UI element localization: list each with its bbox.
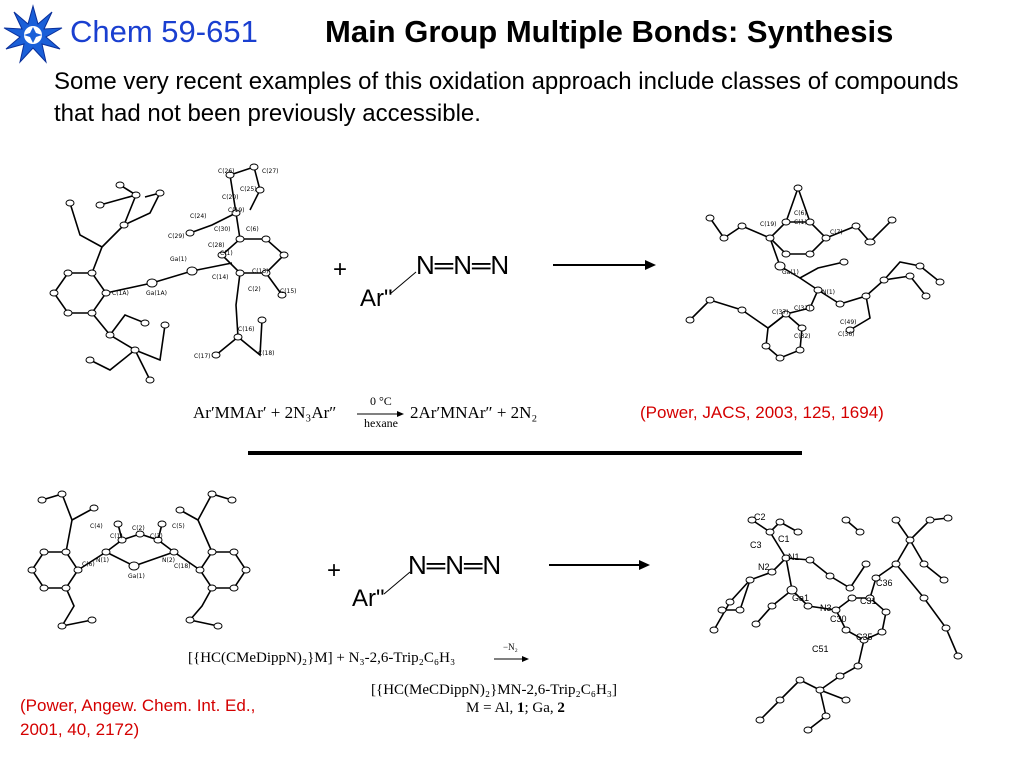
reaction1-equation-arrow xyxy=(357,411,404,417)
svg-text:C3: C3 xyxy=(750,540,762,550)
reaction1-equation-left: Ar′MMAr′ + 2N₃Ar″ xyxy=(193,403,337,422)
reaction2-equation-line1: [{HC(CMeDippN)₂}M] + N₃-2,6-Trip₂C₆H₃ xyxy=(188,650,456,666)
svg-text:Ga(1): Ga(1) xyxy=(170,256,187,263)
svg-text:C(17): C(17) xyxy=(194,353,211,360)
svg-text:C36: C36 xyxy=(876,578,893,588)
svg-text:C(27): C(27) xyxy=(262,168,279,175)
reaction2-reference-line1: (Power, Angew. Chem. Int. Ed., xyxy=(20,696,256,715)
reaction-arrow xyxy=(553,260,656,270)
svg-text:N1: N1 xyxy=(788,552,800,562)
aryl-label: Ar" xyxy=(360,285,393,312)
svg-text:Ga1: Ga1 xyxy=(792,593,809,603)
gallium-imide-crystal-structure: C(6) C(1) C(19) C(7) Ga(1) N(1) C(31) C(… xyxy=(685,184,945,362)
ga-nacnac-crystal-structure: C(4) C(2) C(5) C(1) C(3) C(6) N(1) N(2) … xyxy=(27,490,251,630)
svg-text:C(16): C(16) xyxy=(238,326,255,333)
svg-text:C(1): C(1) xyxy=(110,533,123,540)
reaction2-equation-line2: [{HC(MeCDippN)₂}MN-2,6-Trip₂C₆H₃] xyxy=(371,682,618,698)
svg-text:C(6): C(6) xyxy=(794,210,807,217)
section-divider xyxy=(248,451,802,455)
svg-text:C(26): C(26) xyxy=(218,168,235,175)
svg-text:N(2): N(2) xyxy=(162,557,175,564)
aryl-label-2: Ar" xyxy=(352,585,385,612)
metal-definition-text-2: ; Ga, xyxy=(524,700,558,716)
svg-text:Ga(1A): Ga(1A) xyxy=(146,290,167,297)
svg-text:C1: C1 xyxy=(778,534,790,544)
svg-text:C(29): C(29) xyxy=(168,233,185,240)
svg-text:N3: N3 xyxy=(820,603,832,613)
reaction-arrow-2 xyxy=(549,560,650,570)
compound-number-2: 2 xyxy=(557,700,565,716)
svg-text:C(1): C(1) xyxy=(220,250,233,257)
svg-text:C(32): C(32) xyxy=(794,333,811,340)
svg-text:C35: C35 xyxy=(856,632,873,642)
svg-text:C(18): C(18) xyxy=(174,563,191,570)
svg-text:C(1): C(1) xyxy=(794,219,807,226)
reaction2-equation-arrow xyxy=(494,656,529,662)
svg-text:C(3): C(3) xyxy=(150,533,163,540)
svg-text:N2: N2 xyxy=(758,562,770,572)
aryl-bond-line-2 xyxy=(383,571,411,595)
reaction2-equation-line3: M = Al, 1; Ga, 2 xyxy=(466,700,565,717)
svg-text:C(2): C(2) xyxy=(248,286,261,293)
reaction1-equation-right: 2Ar′MNAr″ + 2N₂ xyxy=(410,403,538,422)
plus-sign-2: + xyxy=(327,557,342,584)
reaction2-arrow-label: −N₂ xyxy=(503,642,518,652)
svg-text:C(49): C(49) xyxy=(840,319,857,326)
metal-definition-text: M = Al, xyxy=(466,700,517,716)
starburst-logo-icon xyxy=(3,4,63,64)
svg-text:N(1): N(1) xyxy=(96,557,109,564)
svg-text:C(5): C(5) xyxy=(172,523,185,530)
reaction2-reference-line2: 2001, 40, 2172) xyxy=(20,720,140,739)
svg-text:C(4): C(4) xyxy=(90,523,103,530)
plus-sign: + xyxy=(333,256,348,283)
slide-title: Main Group Multiple Bonds: Synthesis xyxy=(325,14,894,49)
svg-text:C(25): C(25) xyxy=(240,186,257,193)
svg-text:C(6): C(6) xyxy=(246,226,259,233)
svg-text:C(18): C(18) xyxy=(258,350,275,357)
svg-text:C(2): C(2) xyxy=(132,525,145,532)
svg-text:C(19): C(19) xyxy=(228,207,245,214)
svg-text:N(1): N(1) xyxy=(822,289,835,296)
compound-number-1: 1 xyxy=(516,700,525,716)
svg-text:C(15): C(15) xyxy=(280,288,297,295)
reaction1-condition-top: 0 °C xyxy=(370,394,392,408)
gallium-imide-2-crystal-structure: C2 C1 C3 N1 N2 Ga1 N3 C36 C31 C30 C35 C5… xyxy=(709,512,963,734)
svg-text:C(37): C(37) xyxy=(772,309,789,316)
svg-text:C30: C30 xyxy=(830,614,847,624)
svg-text:C(6): C(6) xyxy=(82,561,95,568)
svg-text:Ga(1): Ga(1) xyxy=(128,573,145,580)
svg-text:C(31): C(31) xyxy=(794,305,811,312)
svg-text:C2: C2 xyxy=(754,512,766,522)
svg-text:C(24): C(24) xyxy=(190,213,207,220)
svg-text:C(36): C(36) xyxy=(838,331,855,338)
azide-group: N═N═N xyxy=(416,250,510,280)
svg-text:C51: C51 xyxy=(812,644,829,654)
svg-text:C(7): C(7) xyxy=(830,229,843,236)
reaction1-reference: (Power, JACS, 2003, 125, 1694) xyxy=(640,403,884,422)
gallium-dimer-crystal-structure: C(26) C(27) C(25) C(20) C(19) C(24) C(30… xyxy=(49,163,297,384)
course-title: Chem 59-651 xyxy=(70,14,258,49)
aryl-bond-line xyxy=(389,271,417,295)
svg-text:C(28): C(28) xyxy=(208,242,225,249)
reaction1-condition-bottom: hexane xyxy=(364,416,398,430)
svg-text:Ga(1): Ga(1) xyxy=(782,269,799,276)
svg-text:C(14): C(14) xyxy=(212,274,229,281)
reaction2-reference: (Power, Angew. Chem. Int. Ed., 2001, 40,… xyxy=(20,694,255,742)
svg-text:C(1A): C(1A) xyxy=(112,290,129,297)
svg-text:C(19): C(19) xyxy=(760,221,777,228)
svg-text:C(20): C(20) xyxy=(222,194,239,201)
azide-group-2: N═N═N xyxy=(408,550,502,580)
intro-text: Some very recent examples of this oxidat… xyxy=(54,68,959,127)
svg-text:C(30): C(30) xyxy=(214,226,231,233)
svg-text:C31: C31 xyxy=(860,596,877,606)
svg-text:C(13): C(13) xyxy=(252,268,269,275)
